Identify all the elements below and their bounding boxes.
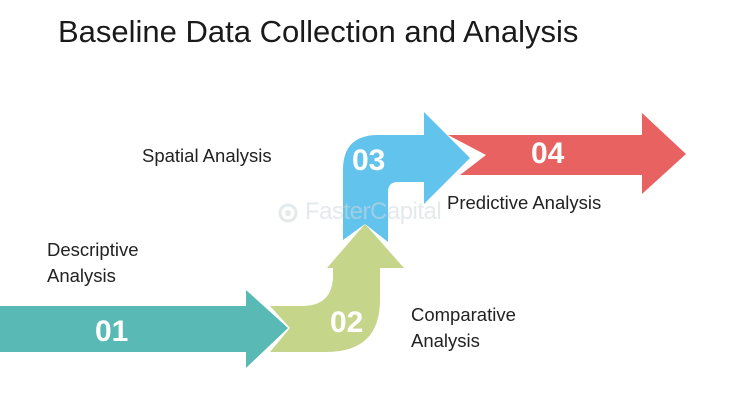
step-label-01: Descriptive Analysis — [47, 237, 139, 289]
step-label-02: Comparative Analysis — [411, 302, 516, 354]
step-number-01: 01 — [95, 315, 128, 348]
page-title: Baseline Data Collection and Analysis — [58, 14, 579, 49]
step-number-02: 02 — [330, 306, 363, 339]
step-label-04: Predictive Analysis — [447, 190, 601, 216]
step-label-03: Spatial Analysis — [142, 143, 272, 169]
step-label-02-line2: Analysis — [411, 330, 480, 351]
step-label-01-line2: Analysis — [47, 265, 116, 286]
watermark-text: FasterCapital — [305, 198, 442, 225]
arrow-03 — [343, 112, 470, 242]
step-number-04: 04 — [531, 137, 565, 170]
arrow-01 — [0, 290, 288, 368]
step-label-04-line1: Predictive Analysis — [447, 192, 602, 213]
step-label-02-line1: Comparative — [411, 304, 516, 325]
arrow-04 — [448, 113, 686, 194]
step-label-01-line1: Descriptive — [47, 239, 139, 260]
step-number-03: 03 — [352, 144, 385, 177]
arrow-02 — [270, 224, 404, 352]
step-label-03-line1: Spatial Analysis — [142, 145, 272, 166]
watermark: FasterCapital — [275, 198, 442, 226]
gear-icon — [278, 203, 298, 223]
